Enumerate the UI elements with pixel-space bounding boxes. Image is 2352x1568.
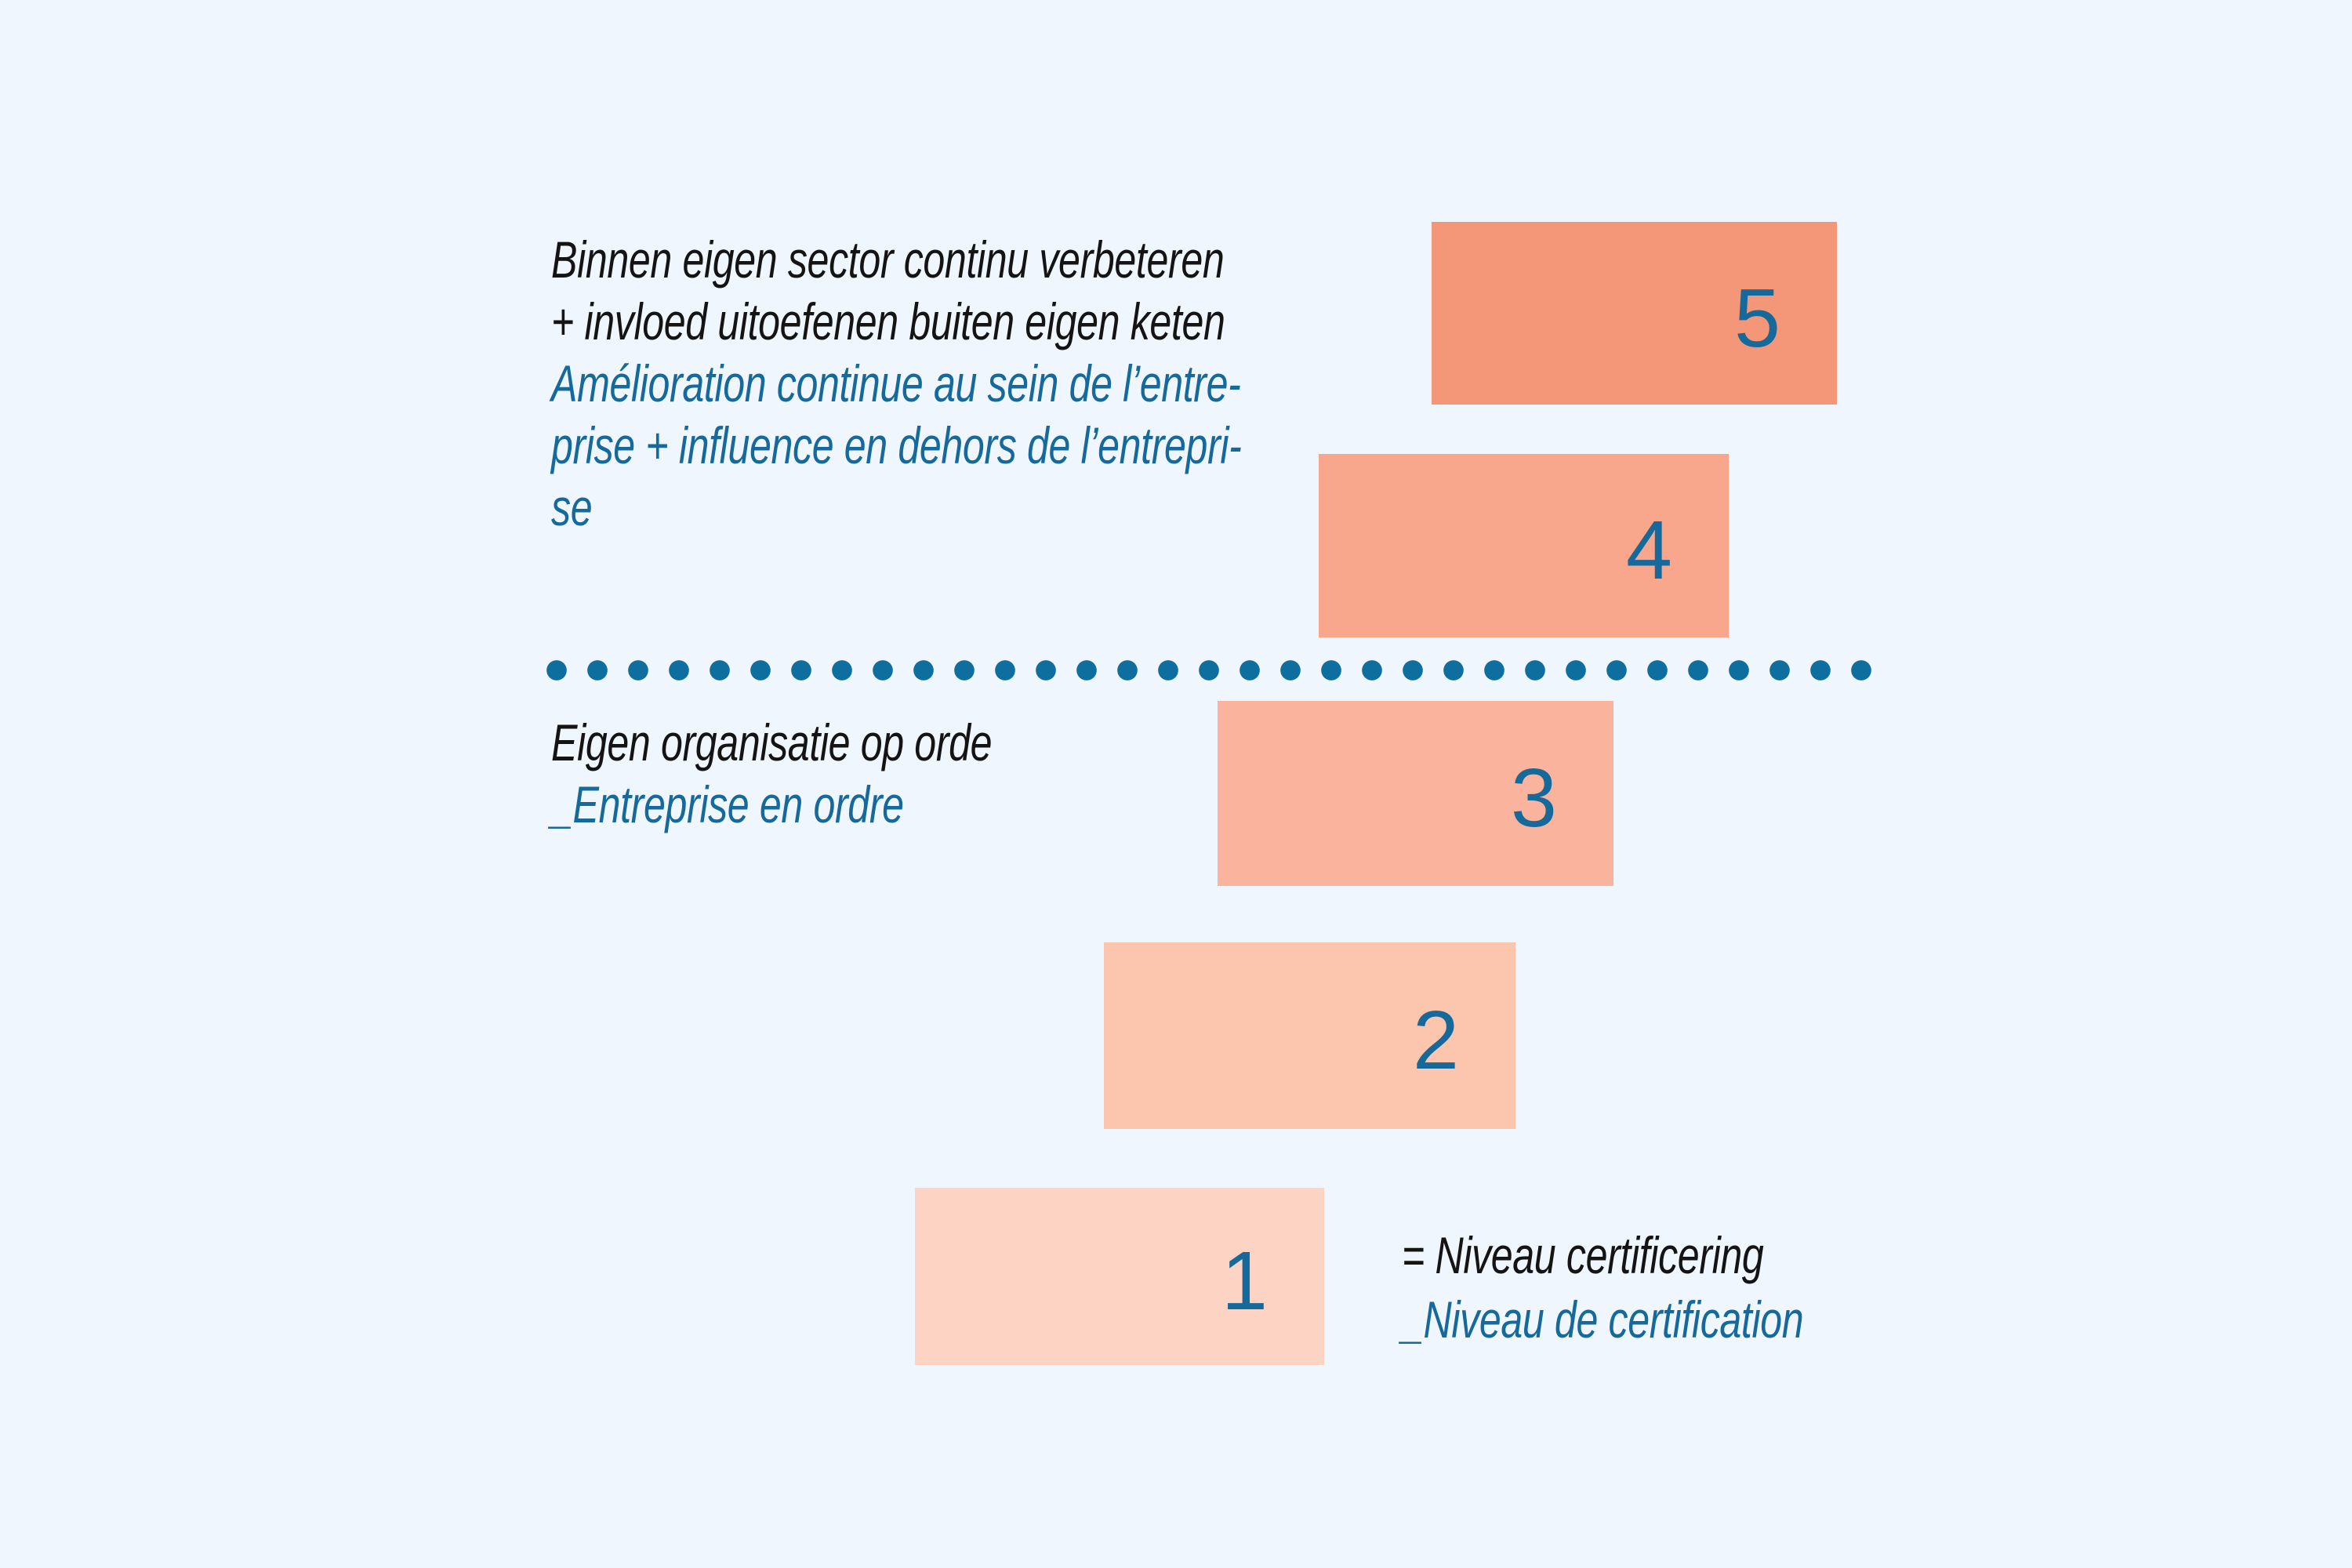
level-number-1: 1 bbox=[1221, 1235, 1268, 1327]
level-number-3: 3 bbox=[1511, 752, 1557, 844]
top-label-nl-line-2: + invloed uitoefenen buiten eigen keten bbox=[551, 292, 1225, 350]
dotted-divider-line bbox=[536, 660, 1882, 681]
top-label-fr-line-3: se bbox=[551, 478, 593, 536]
top-label-fr-line-1: Amélioration continue au sein de l’entre… bbox=[551, 354, 1241, 412]
level-number-5: 5 bbox=[1734, 271, 1780, 365]
level-box-2: 2 bbox=[1104, 942, 1515, 1129]
mid-label-nl: Eigen organisatie op orde bbox=[551, 713, 993, 771]
level-number-2: 2 bbox=[1413, 994, 1459, 1087]
legend: = Niveau certificering _Niveau de certif… bbox=[1402, 1223, 1804, 1352]
top-label-nl-line-1: Binnen eigen sector continu verbeteren bbox=[551, 230, 1225, 289]
legend-fr: _Niveau de certification bbox=[1402, 1290, 1804, 1348]
level-box-1: 1 bbox=[915, 1188, 1324, 1365]
level-number-4: 4 bbox=[1626, 504, 1672, 597]
mid-label-fr: _Entreprise en ordre bbox=[551, 775, 904, 833]
level-box-5: 5 bbox=[1432, 222, 1837, 405]
legend-nl: = Niveau certificering bbox=[1402, 1226, 1764, 1284]
level-box-4: 4 bbox=[1319, 454, 1729, 637]
mid-label: Eigen organisatie op orde _Entreprise en… bbox=[551, 712, 993, 836]
top-label-fr-line-2: prise + influence en dehors de l’entrepr… bbox=[551, 416, 1242, 474]
top-label: Binnen eigen sector continu verbeteren +… bbox=[551, 229, 1242, 539]
level-box-3: 3 bbox=[1218, 701, 1613, 886]
